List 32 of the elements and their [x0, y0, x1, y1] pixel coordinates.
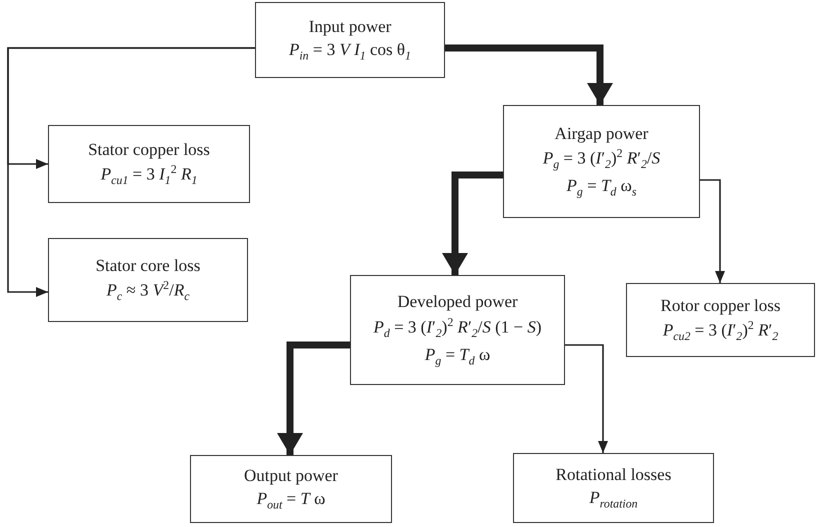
formula: P$_{g}$ = 3 (I′$_{2}$)$^{2}$ R′$_{2}$/S — [542, 147, 660, 172]
process-box — [48, 238, 248, 322]
formula: P$_{cu1}$ = 3 I$_{1}$$^{2}$ R$_{1}$ — [100, 163, 198, 188]
process-box — [503, 105, 700, 218]
box-title: Airgap power — [554, 124, 648, 144]
box-title: Stator core loss — [96, 256, 200, 276]
formula: P$_{c}$ ≈ 3 V$^{2}$/R$_{c}$ — [106, 279, 190, 304]
box-title: Input power — [308, 16, 392, 36]
process-box — [513, 453, 714, 523]
formula: P$_{rotation}$ — [589, 488, 638, 512]
process-box — [626, 283, 815, 357]
formula: P$_{out}$ = T ω — [256, 489, 326, 512]
thick-arrow — [445, 44, 613, 105]
box-title: Developed power — [397, 292, 518, 312]
box-title: Rotor copper loss — [660, 296, 780, 316]
process-box — [350, 275, 565, 385]
box-title: Stator copper loss — [88, 140, 210, 160]
arrow — [7, 47, 255, 297]
formula: P$_{cu2}$ = 3 (I′$_{2}$)$^{2}$ R′$_{2}$ — [662, 319, 778, 344]
process-box — [255, 2, 445, 78]
thick-arrow — [442, 172, 503, 275]
formula: P$_{d}$ = 3 (I′$_{2}$)$^{2}$ R′$_{2}$/S (1 − S) — [373, 316, 542, 341]
process-box — [48, 125, 250, 203]
box-title: Rotational losses — [556, 464, 672, 484]
box-title: Output power — [244, 466, 338, 486]
formula: P$_{in}$ = 3 V I$_{1}$ cos θ$_{1}$ — [288, 40, 411, 64]
process-box — [190, 455, 392, 523]
formula: P$_{g}$ = T$_{d}$ ω — [424, 344, 490, 368]
thick-arrow — [277, 342, 350, 455]
arrow — [565, 344, 608, 453]
arrow — [700, 179, 725, 283]
formula: P$_{g}$ = T$_{d}$ ω$_{s}$ — [566, 176, 636, 200]
